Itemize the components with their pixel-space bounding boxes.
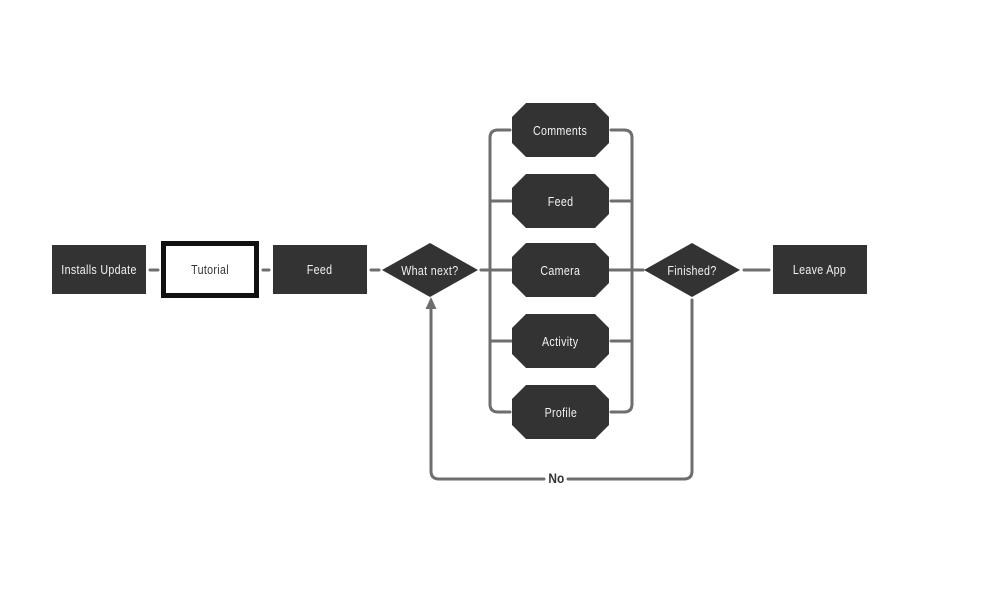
- node-tutorial-label: Tutorial: [191, 262, 229, 277]
- branch-bus-left: [488, 128, 512, 414]
- node-feed: Feed: [512, 174, 609, 228]
- node-comments-label: Comments: [533, 122, 588, 138]
- node-camera-label: Camera: [540, 262, 581, 278]
- node-tutorial: Tutorial: [161, 241, 259, 298]
- node-profile-label: Profile: [544, 404, 577, 420]
- node-camera: Camera: [512, 243, 609, 297]
- node-feed-start: Feed: [273, 245, 367, 294]
- node-feed-start-label: Feed: [307, 262, 333, 277]
- edge-no-loop-right: [566, 298, 694, 481]
- node-feed-label: Feed: [547, 193, 574, 209]
- node-leave-app: Leave App: [773, 245, 867, 294]
- branch-bus-right: [609, 128, 634, 414]
- node-installs-update-label: Installs Update: [61, 262, 137, 277]
- node-leave-app-label: Leave App: [793, 262, 847, 277]
- edge-no-loop-left: [429, 307, 546, 481]
- arrowhead-up-whatnext: [425, 297, 437, 309]
- node-installs-update: Installs Update: [52, 245, 146, 294]
- node-profile: Profile: [512, 385, 609, 439]
- node-activity: Activity: [512, 314, 609, 368]
- node-what-next-label: What next?: [401, 262, 459, 278]
- node-comments: Comments: [512, 103, 609, 157]
- edge-label-no-text: No: [548, 470, 564, 486]
- edge-label-no: No: [538, 470, 574, 486]
- node-activity-label: Activity: [542, 333, 579, 349]
- node-finished-label: Finished?: [667, 262, 717, 278]
